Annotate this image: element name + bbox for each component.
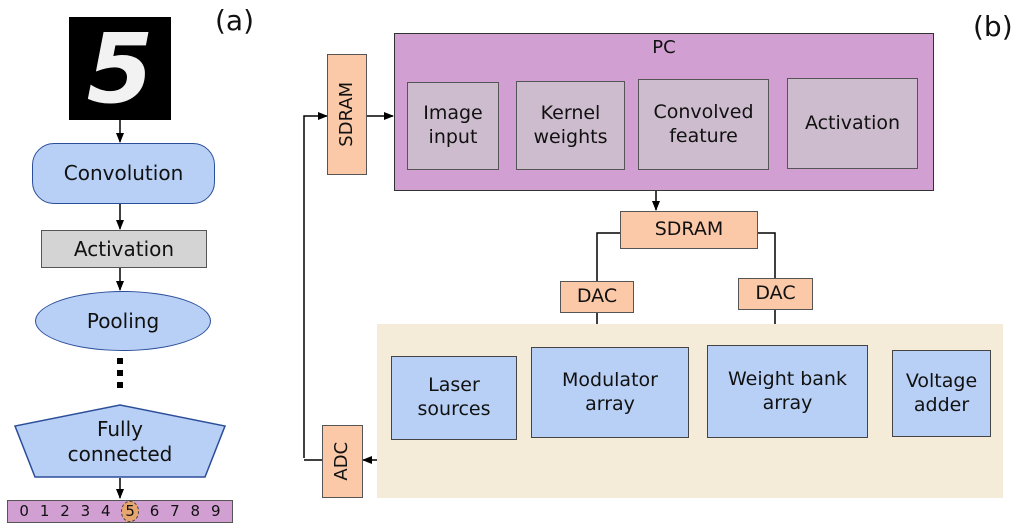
output-digit: 3 xyxy=(80,502,91,521)
adc-block: ADC xyxy=(322,425,363,498)
panel-label-a: (a) xyxy=(215,4,255,37)
line-sdram-right-branch xyxy=(758,232,776,278)
weight-bank-array-block: Weight bank array xyxy=(707,345,868,438)
pc-activation-block: Activation xyxy=(787,78,918,169)
kernel-weights-block: Kernel weights xyxy=(516,81,625,170)
output-digit-highlighted: 5 xyxy=(121,501,139,522)
modulator-array-block: Modulator array xyxy=(531,347,689,438)
voltage-adder-block: Voltage adder xyxy=(892,350,991,437)
output-digit: 1 xyxy=(39,502,50,521)
sdram-vertical-block: SDRAM xyxy=(327,54,367,175)
mnist-digit-image: 5 xyxy=(69,17,171,120)
fully-connected-label: Fully connected xyxy=(67,417,173,466)
output-digit: 9 xyxy=(210,502,221,521)
activation-block: Activation xyxy=(41,230,207,268)
output-digit: 2 xyxy=(60,502,70,521)
adc-label: ADC xyxy=(331,442,353,481)
convolved-feature-block: Convolved feature xyxy=(638,79,769,170)
pooling-block: Pooling xyxy=(35,291,211,351)
sdram-vertical-label: SDRAM xyxy=(335,82,357,147)
output-digit: 4 xyxy=(100,502,111,521)
dac-right-block: DAC xyxy=(738,278,813,310)
panel-label-b: (b) xyxy=(973,10,1013,43)
convolution-block: Convolution xyxy=(32,143,215,204)
output-digit: 6 xyxy=(149,502,160,521)
image-input-block: Image input xyxy=(407,82,499,170)
dac-left-block: DAC xyxy=(560,281,634,313)
laser-sources-block: Laser sources xyxy=(391,356,517,440)
pc-title: PC xyxy=(652,36,676,58)
ellipsis-dots xyxy=(117,355,123,391)
output-digit: 8 xyxy=(190,502,201,521)
output-digit: 7 xyxy=(170,502,180,521)
line-sdram-left-branch xyxy=(596,232,620,281)
arrow-bus-to-sdram xyxy=(303,112,328,458)
output-digit: 0 xyxy=(19,502,29,521)
sdram-center-block: SDRAM xyxy=(620,211,758,249)
